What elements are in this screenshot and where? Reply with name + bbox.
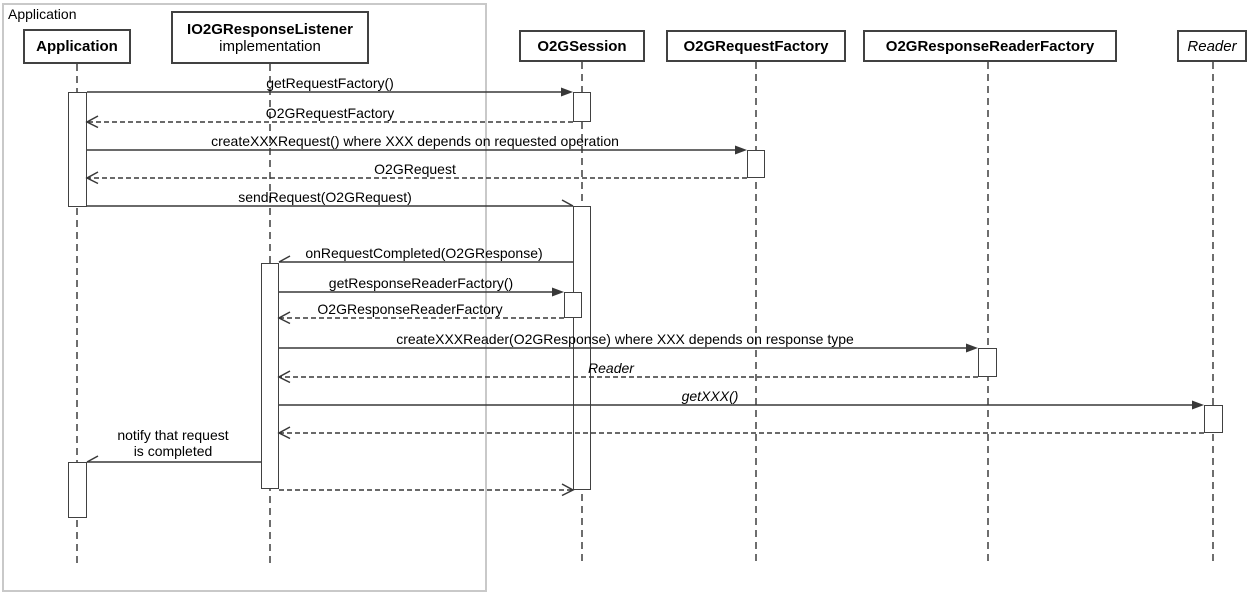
lifeline-head-o2g-session: O2GSession [519, 30, 645, 62]
lifeline-head-o2g-response-reader-factory: O2GResponseReaderFactory [863, 30, 1117, 62]
arrowhead-get-response-reader-factory [552, 287, 564, 297]
lifeline-head-label: Application [36, 38, 118, 55]
activation-application-1 [68, 92, 87, 207]
lifeline-head-application: Application [23, 29, 131, 64]
application-frame [2, 3, 487, 592]
activation-reader-1 [1204, 405, 1223, 433]
message-label-get-response-reader-factory: getResponseReaderFactory() [328, 275, 514, 291]
lifeline-head-label: Reader [1187, 37, 1237, 55]
message-label-get-xxx: getXXX() [681, 388, 739, 404]
message-label-return-o2g-request: O2GRequest [374, 161, 456, 177]
lifeline-head-label: O2GSession [537, 37, 627, 55]
arrowhead-return-from-reader [277, 426, 291, 440]
message-label-return-reader: Reader [588, 360, 634, 376]
message-label-get-request-factory: getRequestFactory() [266, 75, 394, 91]
frame-label: Application [8, 6, 77, 22]
lifeline-head-label: IO2GResponseListener [187, 20, 353, 38]
message-label-return-o2g-request-factory: O2GRequestFactory [265, 105, 395, 121]
activation-o2g-session-1 [573, 92, 591, 122]
activation-o2g-request-factory-1 [747, 150, 765, 178]
arrowhead-notify-request-completed [86, 455, 99, 463]
lifeline-head-label: implementation [219, 37, 321, 55]
arrowhead-return-o2g-request [85, 171, 99, 185]
activation-o2g-session-nested [564, 292, 582, 318]
arrowhead-on-request-completed [278, 255, 291, 263]
arrowhead-return-o2g-response-reader-factory [277, 311, 291, 325]
arrowhead-create-xxx-request [735, 145, 747, 155]
message-label-return-o2g-response-reader-factory: O2GResponseReaderFactory [317, 301, 503, 317]
lifeline-head-reader: Reader [1177, 30, 1247, 62]
arrowhead-send-request [561, 199, 574, 207]
arrowhead-create-xxx-reader [966, 343, 978, 353]
message-label-on-request-completed: onRequestCompleted(O2GResponse) [305, 245, 543, 261]
message-label-create-xxx-reader: createXXXReader(O2GResponse) where XXX d… [396, 331, 854, 347]
lifeline-head-label: O2GResponseReaderFactory [885, 37, 1095, 55]
message-label-create-xxx-request: createXXXRequest() where XXX depends on … [211, 133, 619, 149]
message-label-notify-request-completed: notify that request is completed [117, 427, 229, 459]
activation-listener-1 [261, 263, 279, 489]
arrowhead-return-to-session [561, 483, 575, 497]
arrowhead-return-reader [277, 370, 291, 384]
arrowhead-get-request-factory [561, 87, 573, 97]
arrowhead-get-xxx [1192, 400, 1204, 410]
activation-application-2 [68, 462, 87, 518]
message-label-send-request: sendRequest(O2GRequest) [238, 189, 412, 205]
lifeline-head-o2g-request-factory: O2GRequestFactory [666, 30, 846, 62]
arrowhead-return-o2g-request-factory [85, 115, 99, 129]
lifeline-head-label: O2GRequestFactory [683, 37, 829, 55]
activation-o2g-response-reader-factory-1 [978, 348, 997, 377]
